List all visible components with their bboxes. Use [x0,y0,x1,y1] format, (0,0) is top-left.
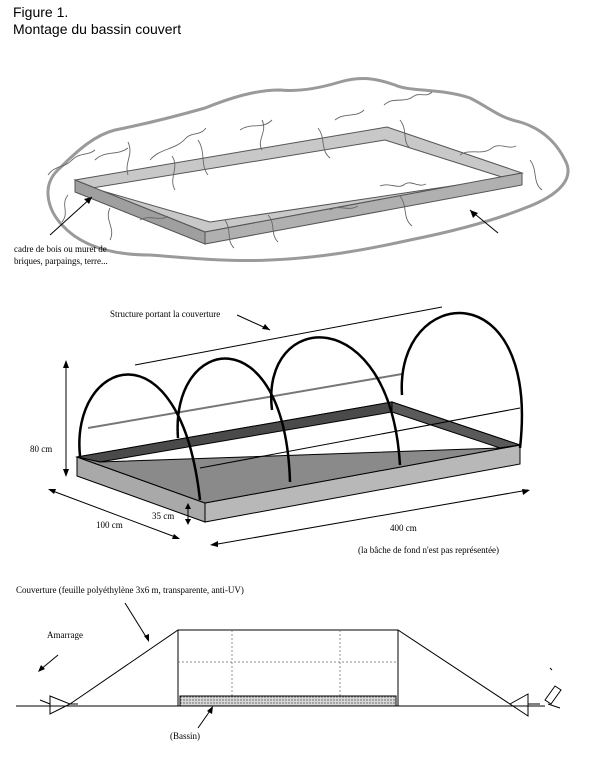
left-anchor [39,695,78,715]
frame-right-face [204,172,523,245]
cover-grid [178,630,398,696]
bottom-diagram: Couverture (feuille polyéthylène 3x6 m, … [16,585,562,741]
frame-label-line2: briques, parpaings, terre... [14,256,108,266]
depth-arrow-top [185,503,191,509]
arch-3 [269,336,402,466]
arch-1 [78,373,202,501]
anchor-label-arrowhead [38,665,45,672]
side-purlin-front [199,407,521,469]
basin-label-arrowhead [207,706,213,714]
figure-title: Montage du bassin couvert [13,21,182,37]
right-anchor [509,667,562,717]
anchor-label: Amarrage [47,630,83,640]
cover-label-arrowhead [144,634,149,642]
length-dimension-line [211,489,529,546]
figure-heading: Figure 1. Montage du bassin couvert [13,4,181,38]
figure-number: Figure 1. [13,4,69,20]
width-dimension-line [49,489,179,539]
width-arrow-right [172,534,180,539]
frame-right-arrowhead [470,210,478,218]
height-arrow-bottom [63,469,69,477]
length-arrow-left [210,541,218,547]
frame-label-line1: cadre de bois ou muret de [14,244,107,254]
structure-label: Structure portant la couverture [110,309,220,319]
width-arrow-left [48,489,56,494]
basin-front-top [76,444,521,504]
top-diagram: cadre de bois ou muret de briques, parpa… [14,76,570,266]
width-label: 100 cm [96,520,123,530]
vegetation [47,91,543,249]
cover-label-arrow [124,602,149,641]
frame-label-arrow [49,196,93,236]
cover-profile [69,629,511,705]
middle-diagram: Structure portant la couverture 80 cm 35… [30,306,530,555]
depth-label: 35 cm [152,511,174,521]
length-arrow-right [522,489,530,495]
arch-4 [400,311,524,449]
structure-label-arrowhead [262,324,270,330]
basin-label: (Bassin) [170,731,200,741]
ridge-line [134,306,443,366]
arch-2 [176,357,292,483]
height-label: 80 cm [30,444,52,454]
cover-label: Couverture (feuille polyéthylène 3x6 m, … [16,585,244,595]
support-arches [78,311,524,501]
height-arrow-top [63,360,69,368]
ground-outline [46,76,570,263]
frame-label-arrowhead [84,197,92,204]
side-purlin-gray [87,373,403,429]
length-label: 400 cm [390,523,417,533]
depth-arrow-bottom [185,519,191,525]
bottom-liner-note: (la bâche de fond n'est pas représentée) [358,545,499,555]
basin-section [179,695,397,707]
